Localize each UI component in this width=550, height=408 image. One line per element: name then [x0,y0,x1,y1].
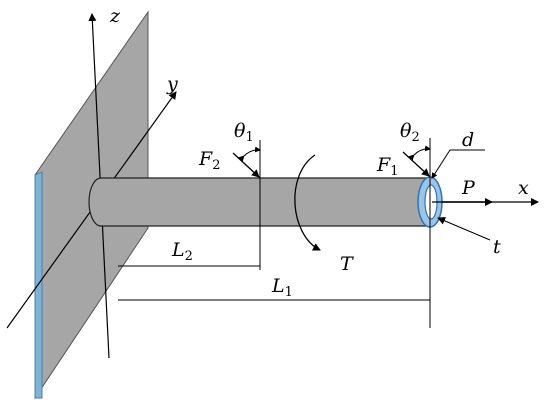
f1-base: F [376,154,391,176]
d-leader [431,149,485,179]
l2-base: L [171,239,185,261]
torque-arc [294,154,321,251]
theta1-base: θ [234,120,246,142]
theta2-base: θ [400,120,412,142]
label-t: t [493,236,501,258]
theta1-arc [238,146,261,162]
label-torque: T [340,253,354,275]
rod [88,176,443,228]
f1-arrow [402,151,430,177]
theta2-sub: 2 [411,130,419,145]
f1-sub: 1 [390,164,398,179]
l2-sub: 2 [185,249,193,264]
label-theta1: θ1 [234,120,254,145]
label-l1: L1 [271,275,293,300]
label-x: x [518,177,529,199]
t-leader [437,217,491,241]
label-p: P [461,177,476,199]
label-y: y [166,73,178,95]
theta1-sub: 1 [245,130,253,145]
label-l2: L2 [171,239,193,264]
l1-base: L [271,275,285,297]
theta2-arc [408,145,431,161]
label-z: z [109,5,121,27]
label-d: d [462,129,474,151]
f2-arrow [232,152,260,178]
f2-base: F [198,148,213,170]
label-f1: F1 [376,154,398,179]
label-f2: F2 [198,148,220,173]
label-theta2: θ2 [400,120,420,145]
l1-sub: 1 [285,285,293,300]
f2-sub: 2 [212,158,220,173]
